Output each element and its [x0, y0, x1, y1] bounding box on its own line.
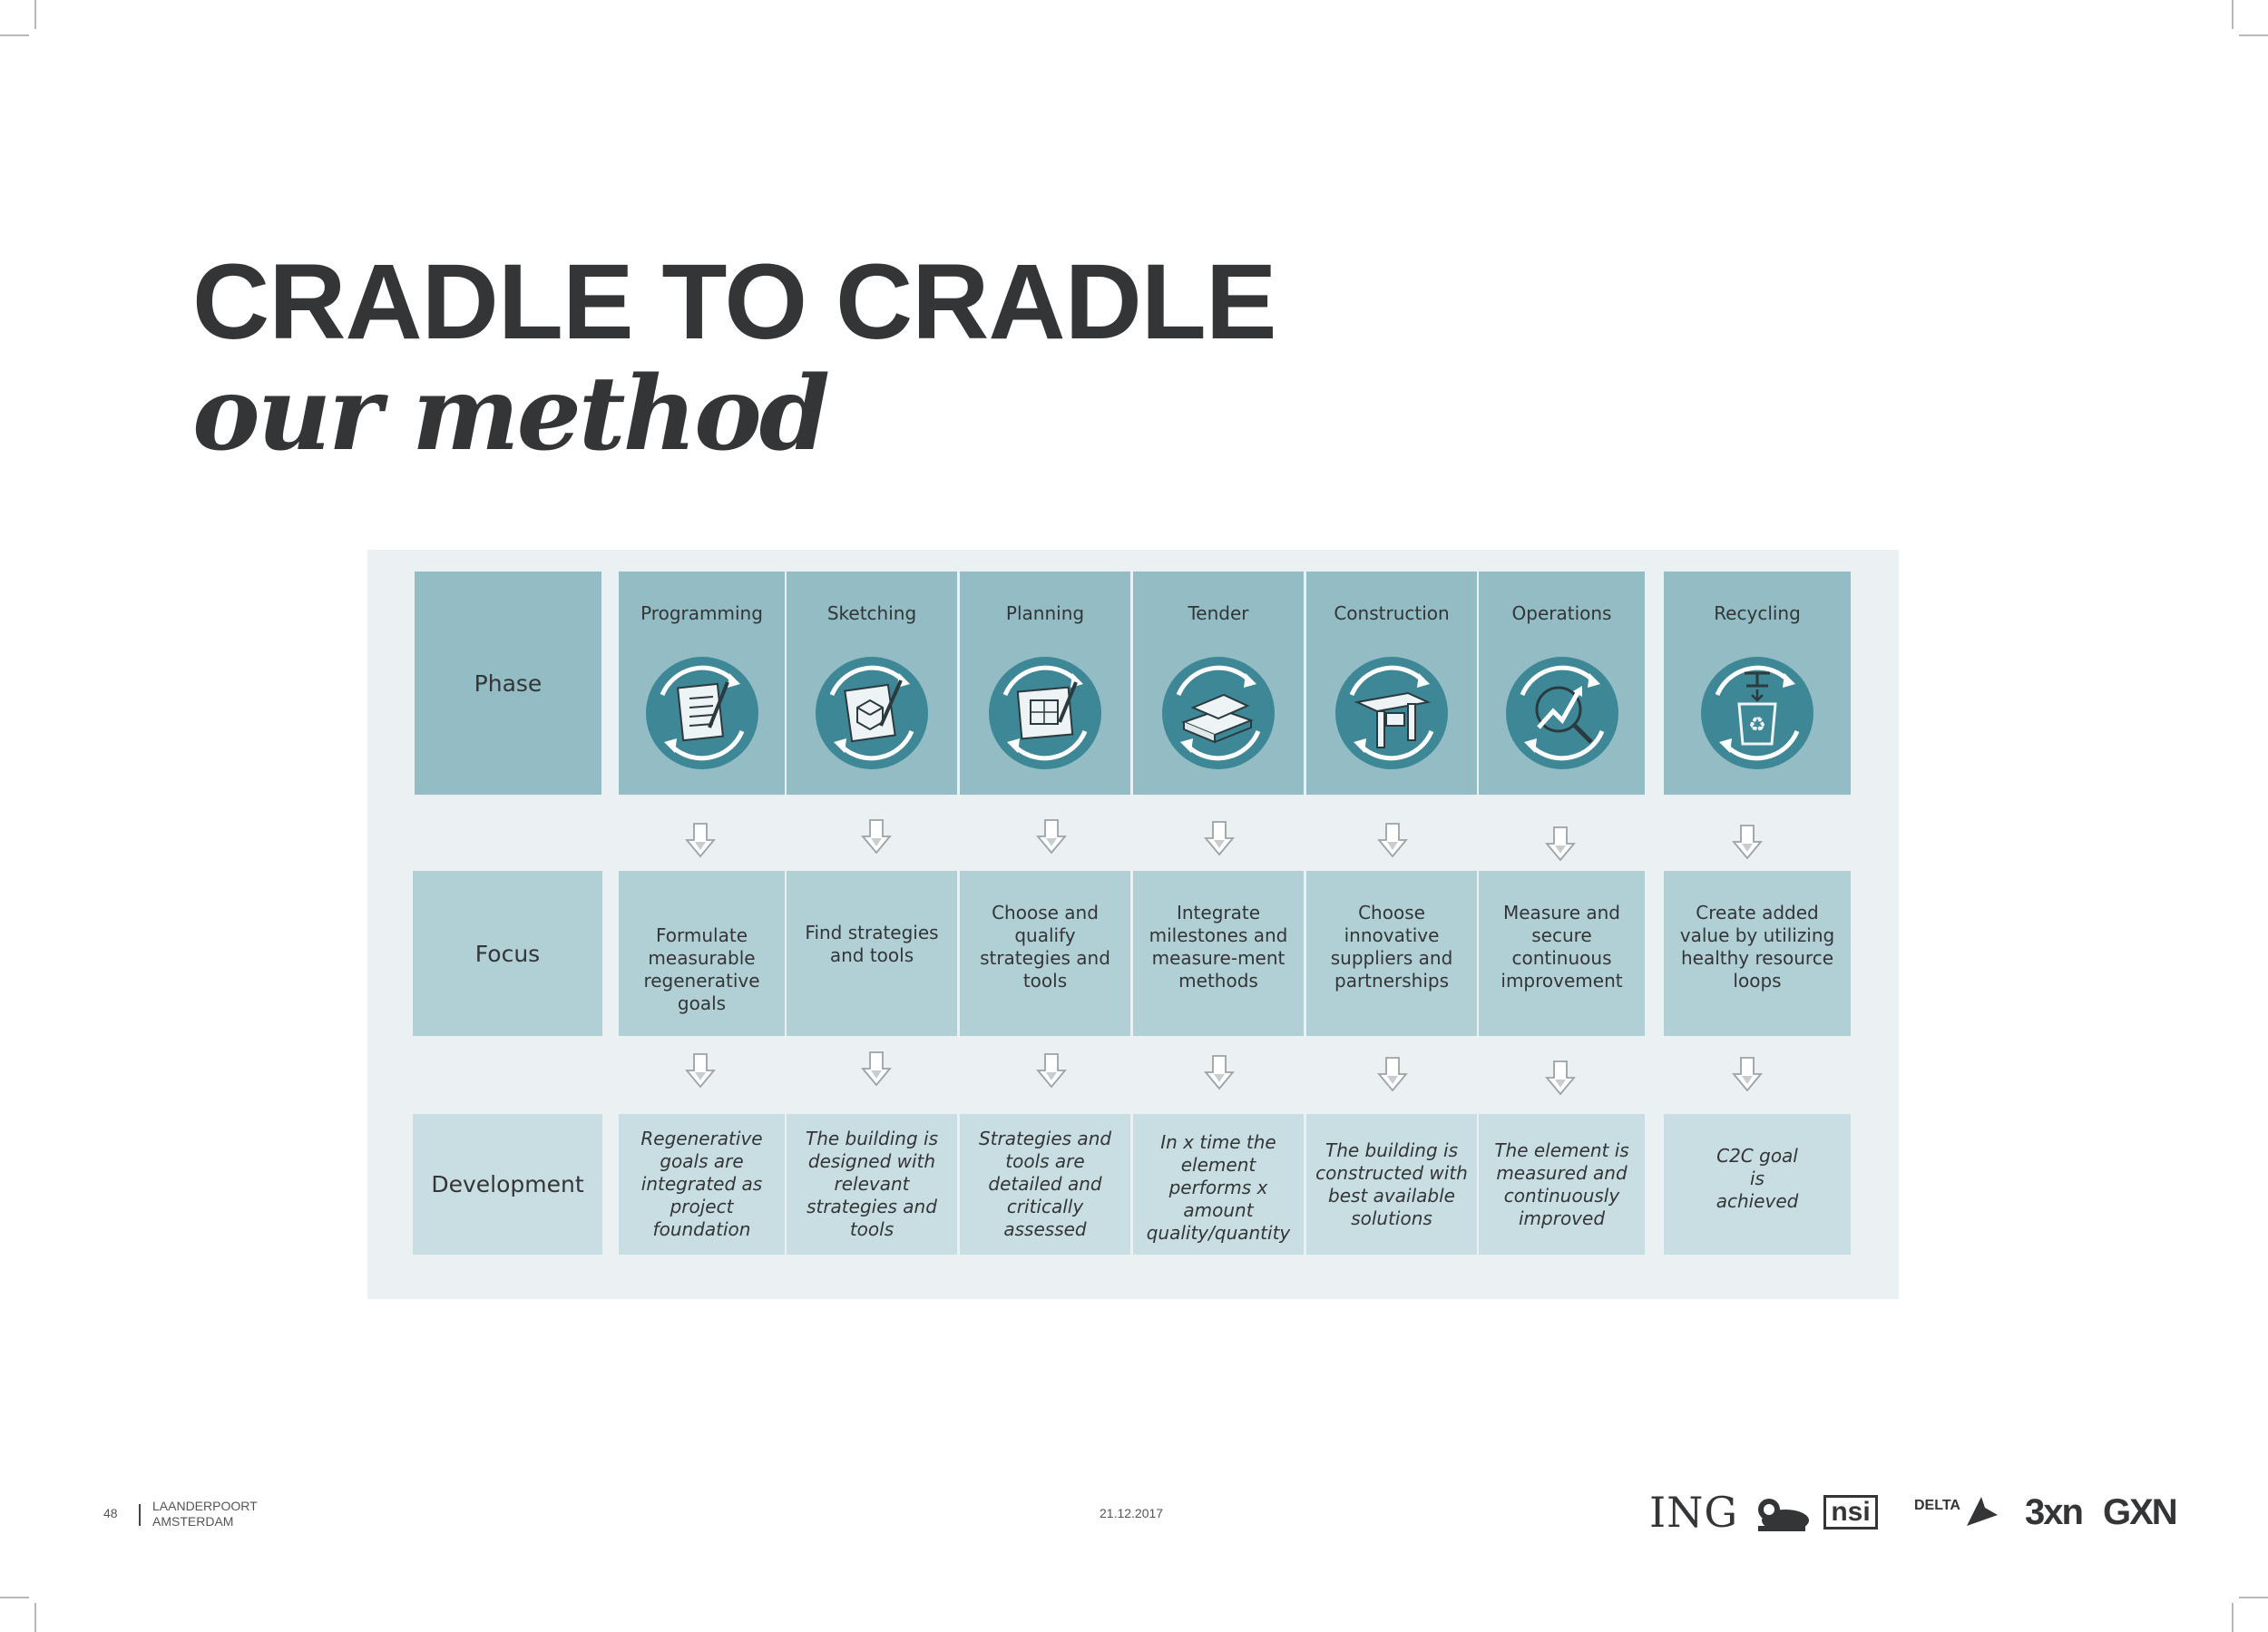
crop-mark — [0, 1597, 29, 1598]
page-subtitle: our method — [192, 355, 830, 474]
arrow-down-icon — [1545, 826, 1576, 862]
phase-name: Tender — [1188, 602, 1249, 624]
focus-cell-programming: Formulate measurable regenerative goals — [619, 871, 785, 1036]
development-text: C2C goal is achieved — [1716, 1145, 1799, 1212]
focus-cell-sketching: Find strategies and tools — [787, 871, 957, 1036]
phase-name: Sketching — [826, 602, 917, 624]
footer-project: LAANDERPOORT AMSTERDAM — [152, 1499, 258, 1529]
documents-stack-icon — [1162, 657, 1275, 769]
development-cell-programming: Regenerative goals are integrated as pro… — [619, 1114, 785, 1255]
row-label-focus-text: Focus — [474, 940, 541, 967]
delta-logo-text: DELTA — [1914, 1498, 1960, 1513]
svg-text:♻: ♻ — [1748, 714, 1766, 737]
arrow-down-icon — [1204, 1055, 1235, 1090]
row-label-development: Development — [413, 1114, 602, 1255]
arrow-down-icon — [685, 823, 716, 858]
focus-text: Formulate measurable regenerative goals — [643, 924, 760, 1014]
page-title: CRADLE TO CRADLE — [192, 242, 1277, 362]
phase-cell-recycling: Recycling ♻ — [1664, 572, 1851, 795]
arrow-down-icon — [685, 1053, 716, 1089]
phase-cell-tender: Tender — [1133, 572, 1304, 795]
focus-text: Choose and qualify strategies and tools — [980, 902, 1110, 992]
focus-text: Integrate milestones and measure-ment me… — [1149, 902, 1288, 992]
focus-text: Choose innovative suppliers and partners… — [1330, 902, 1453, 992]
crop-mark — [2239, 1597, 2268, 1598]
gxn-logo: GXN — [2103, 1490, 2178, 1535]
3xn-logo: 3xn — [2025, 1490, 2084, 1535]
focus-text: Find strategies and tools — [805, 922, 939, 966]
magnifier-chart-icon — [1505, 657, 1618, 769]
arrow-down-icon — [861, 819, 892, 855]
development-text: Regenerative goals are integrated as pro… — [640, 1128, 763, 1240]
blueprint-icon — [989, 657, 1101, 769]
crop-mark — [2239, 34, 2268, 36]
delta-arrow-icon — [1967, 1497, 1998, 1526]
row-label-phase: Phase — [415, 572, 601, 795]
nsi-logo: nsi — [1823, 1495, 1878, 1529]
arrow-down-icon — [1036, 1053, 1067, 1089]
phase-name: Planning — [1005, 602, 1085, 624]
gxn-logo-text: GXN — [2103, 1492, 2178, 1532]
development-cell-sketching: The building is designed with relevant s… — [787, 1114, 957, 1255]
footer-date: 21.12.2017 — [1100, 1506, 1164, 1520]
focus-cell-construction: Choose innovative suppliers and partners… — [1306, 871, 1477, 1036]
ing-logo: ING — [1649, 1490, 1738, 1535]
page-number: 48 — [103, 1506, 118, 1520]
development-text: The building is designed with relevant s… — [806, 1128, 938, 1240]
phase-name: Recycling — [1714, 602, 1801, 624]
development-cell-recycling: C2C goal is achieved — [1664, 1114, 1851, 1255]
phase-name: Programming — [640, 602, 763, 624]
footer-divider — [139, 1504, 141, 1526]
recycle-bin-icon: ♻ — [1701, 657, 1813, 769]
checklist-icon — [645, 657, 758, 769]
development-cell-operations: The element is measured and continuously… — [1479, 1114, 1645, 1255]
footer-project-line2: AMSTERDAM — [152, 1514, 234, 1529]
development-cell-planning: Strategies and tools are detailed and cr… — [960, 1114, 1130, 1255]
crop-mark — [2232, 0, 2234, 29]
development-text: The element is measured and continuously… — [1494, 1138, 1629, 1229]
development-cell-tender: In x time the element performs x amount … — [1133, 1114, 1304, 1255]
crop-mark — [0, 34, 29, 36]
phase-cell-programming: Programming — [619, 572, 785, 795]
arrow-down-icon — [1036, 819, 1067, 855]
arrow-down-icon — [1732, 825, 1763, 860]
focus-cell-tender: Integrate milestones and measure-ment me… — [1133, 871, 1304, 1036]
arrow-down-icon — [1377, 1057, 1408, 1092]
arrow-down-icon — [1377, 823, 1408, 858]
arrow-down-icon — [861, 1051, 892, 1087]
crop-mark — [34, 1603, 36, 1632]
focus-text: Measure and secure continuous improvemen… — [1501, 902, 1623, 992]
row-label-focus: Focus — [413, 871, 602, 1036]
row-label-development-text: Development — [431, 1171, 584, 1197]
arrow-down-icon — [1204, 821, 1235, 856]
ing-logo-text: ING — [1649, 1488, 1739, 1537]
phase-cell-sketching: Sketching — [787, 572, 957, 795]
development-text: Strategies and tools are detailed and cr… — [978, 1128, 1112, 1240]
3xn-logo-text: 3xn — [2025, 1492, 2084, 1532]
phase-cell-operations: Operations — [1479, 572, 1645, 795]
crop-mark — [2232, 1603, 2234, 1632]
sketch-icon — [816, 657, 928, 769]
phase-cell-planning: Planning — [960, 572, 1130, 795]
development-text: The building is constructed with best av… — [1315, 1138, 1468, 1229]
development-cell-construction: The building is constructed with best av… — [1306, 1114, 1477, 1255]
development-text: In x time the element performs x amount … — [1146, 1131, 1291, 1244]
focus-text: Create added value by utilizing healthy … — [1679, 902, 1835, 992]
footer-project-line1: LAANDERPOORT — [152, 1499, 258, 1513]
delta-logo: DELTA — [1914, 1497, 1960, 1515]
phase-cell-construction: Construction — [1306, 572, 1477, 795]
focus-cell-planning: Choose and qualify strategies and tools — [960, 871, 1130, 1036]
nsi-logo-text: nsi — [1831, 1497, 1871, 1527]
arrow-down-icon — [1732, 1057, 1763, 1092]
lion-icon — [1758, 1499, 1809, 1531]
row-label-phase-text: Phase — [474, 669, 543, 697]
focus-cell-operations: Measure and secure continuous improvemen… — [1479, 871, 1645, 1036]
crop-mark — [34, 0, 36, 29]
focus-cell-recycling: Create added value by utilizing healthy … — [1664, 871, 1851, 1036]
phase-name: Operations — [1511, 602, 1612, 624]
steel-beam-icon — [1335, 657, 1448, 769]
phase-name: Construction — [1334, 602, 1450, 624]
arrow-down-icon — [1545, 1060, 1576, 1096]
